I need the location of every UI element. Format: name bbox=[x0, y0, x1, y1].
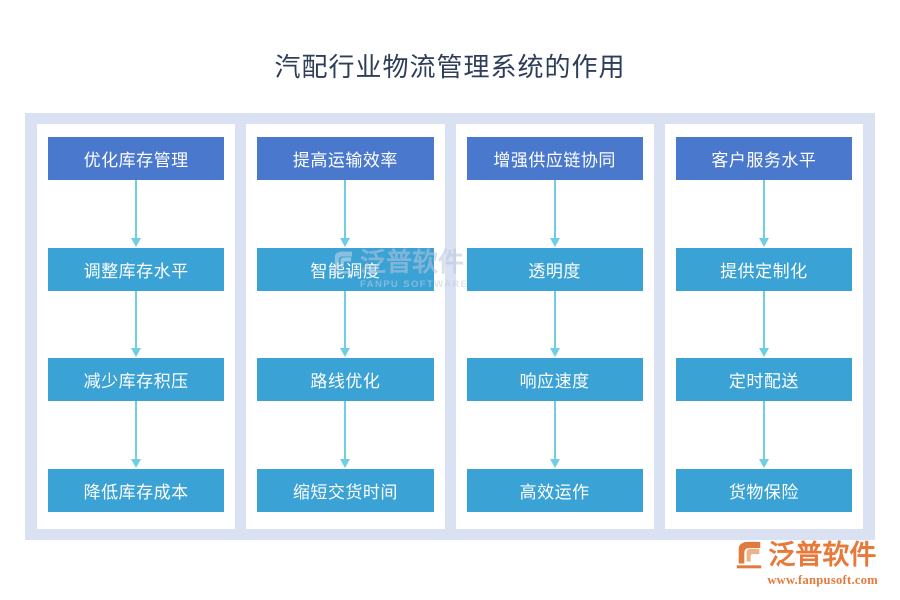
flow-node-step[interactable]: 路线优化 bbox=[257, 358, 434, 402]
flow-chain: 提高运输效率智能调度路线优化缩短交货时间 bbox=[257, 137, 434, 513]
flow-arrow-down-icon bbox=[48, 401, 224, 469]
arrow-line bbox=[553, 290, 556, 350]
flow-node-step[interactable]: 智能调度 bbox=[257, 247, 434, 291]
arrow-head bbox=[340, 237, 351, 247]
flow-arrow-down-icon bbox=[257, 401, 433, 469]
arrow-line bbox=[762, 290, 765, 350]
flow-node-header[interactable]: 客户服务水平 bbox=[675, 137, 852, 180]
flow-arrow-down-icon bbox=[467, 180, 643, 248]
flow-node-step[interactable]: 缩短交货时间 bbox=[257, 469, 434, 513]
page-title: 汽配行业物流管理系统的作用 bbox=[274, 53, 626, 83]
flow-column-2: 提高运输效率智能调度路线优化缩短交货时间 bbox=[246, 124, 445, 529]
flow-chain: 优化库存管理调整库存水平减少库存积压降低库存成本 bbox=[48, 137, 225, 513]
arrow-line bbox=[762, 180, 765, 239]
arrow-head bbox=[758, 459, 769, 469]
flow-chain: 增强供应链协同透明度响应速度高效运作 bbox=[466, 137, 643, 513]
flow-arrow-down-icon bbox=[676, 180, 852, 248]
flow-arrow-down-icon bbox=[676, 401, 852, 469]
flow-node-step[interactable]: 减少库存积压 bbox=[48, 358, 225, 402]
flowchart-board: 优化库存管理调整库存水平减少库存积压降低库存成本提高运输效率智能调度路线优化缩短… bbox=[25, 113, 875, 540]
arrow-line bbox=[762, 401, 765, 461]
flow-node-header[interactable]: 增强供应链协同 bbox=[466, 137, 643, 180]
flow-arrow-down-icon bbox=[257, 290, 433, 359]
arrow-head bbox=[131, 237, 142, 247]
logo-website-url: www.fanpusoft.com bbox=[767, 573, 878, 587]
flow-arrow-down-icon bbox=[467, 290, 643, 359]
arrow-head bbox=[131, 348, 142, 358]
arrow-line bbox=[344, 180, 347, 239]
flow-node-header[interactable]: 优化库存管理 bbox=[48, 137, 225, 180]
arrow-line bbox=[553, 401, 556, 461]
flow-node-step[interactable]: 定时配送 bbox=[675, 358, 852, 402]
flow-node-step[interactable]: 高效运作 bbox=[466, 469, 643, 513]
flow-node-step[interactable]: 提供定制化 bbox=[675, 247, 852, 291]
flow-column-3: 增强供应链协同透明度响应速度高效运作 bbox=[455, 124, 654, 529]
flow-node-step[interactable]: 货物保险 bbox=[675, 469, 852, 513]
arrow-line bbox=[135, 290, 138, 350]
flow-arrow-down-icon bbox=[48, 290, 224, 359]
flow-node-header[interactable]: 提高运输效率 bbox=[257, 137, 434, 180]
arrow-line bbox=[553, 180, 556, 239]
flow-arrow-down-icon bbox=[48, 180, 224, 248]
flow-node-step[interactable]: 降低库存成本 bbox=[48, 469, 225, 513]
flow-column-4: 客户服务水平提供定制化定时配送货物保险 bbox=[664, 124, 863, 529]
arrow-head bbox=[549, 237, 560, 247]
flow-arrow-down-icon bbox=[676, 290, 852, 359]
arrow-line bbox=[344, 401, 347, 461]
arrow-head bbox=[131, 459, 142, 469]
flow-node-step[interactable]: 响应速度 bbox=[466, 358, 643, 402]
arrow-line bbox=[135, 180, 138, 239]
flow-arrow-down-icon bbox=[257, 180, 433, 248]
brand-logo: 泛普软件 www.fanpusoft.com bbox=[734, 540, 878, 588]
arrow-head bbox=[549, 459, 560, 469]
arrow-head bbox=[758, 348, 769, 358]
arrow-head bbox=[549, 348, 560, 358]
arrow-head bbox=[340, 348, 351, 358]
flow-chain: 客户服务水平提供定制化定时配送货物保险 bbox=[675, 137, 852, 513]
flow-node-step[interactable]: 调整库存水平 bbox=[48, 247, 225, 291]
arrow-head bbox=[758, 237, 769, 247]
arrow-line bbox=[344, 290, 347, 350]
flow-node-step[interactable]: 透明度 bbox=[466, 247, 643, 291]
arrow-line bbox=[135, 401, 138, 461]
arrow-head bbox=[340, 459, 351, 469]
flow-column-1: 优化库存管理调整库存水平减少库存积压降低库存成本 bbox=[37, 124, 236, 529]
flow-arrow-down-icon bbox=[467, 401, 643, 469]
logo-company-name: 泛普软件 bbox=[768, 539, 877, 571]
fanpu-logo-icon bbox=[734, 540, 764, 570]
